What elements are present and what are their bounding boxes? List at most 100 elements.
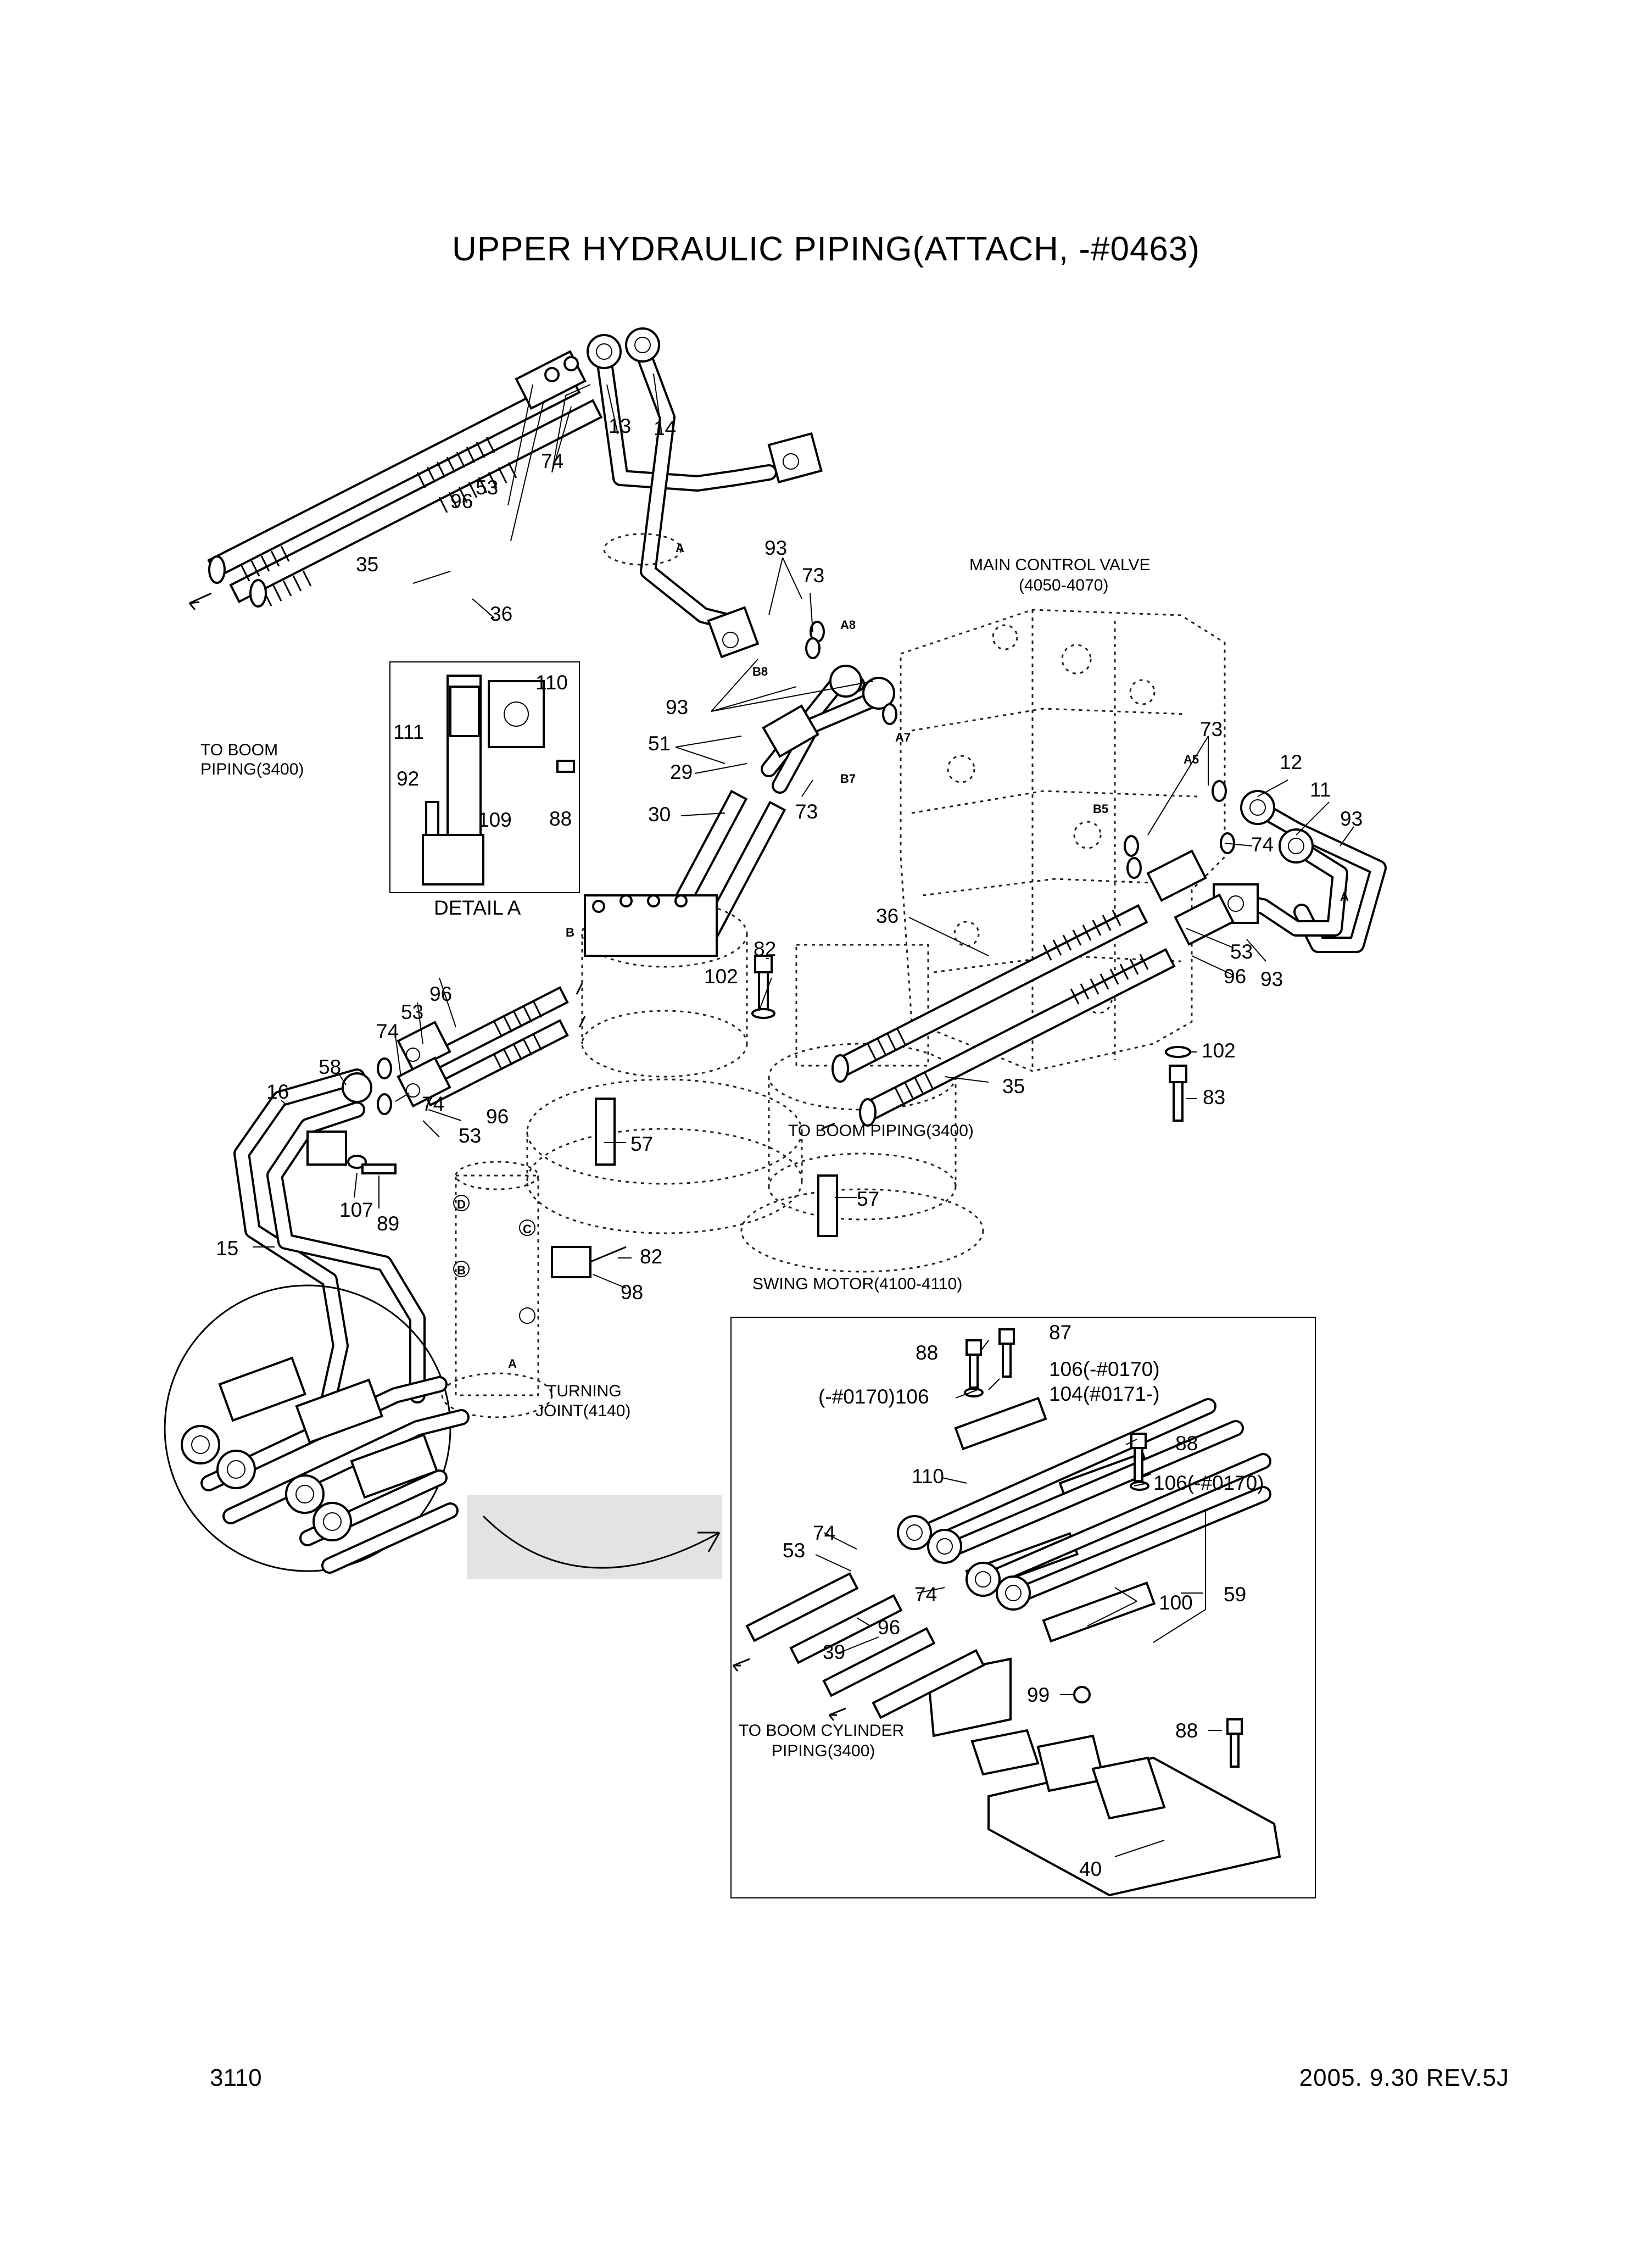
part-number: 39 [823, 1641, 845, 1663]
caption-swing-motor: SWING MOTOR(4100-4110) [752, 1275, 962, 1293]
part-number: 102 [1202, 1039, 1236, 1062]
caption-to-boom-line2: PIPING(3400) [200, 760, 304, 778]
port-label: C [523, 1222, 532, 1236]
part-number: 53 [401, 1001, 423, 1023]
part-number: 74 [914, 1583, 937, 1606]
port-label: B5 [1093, 802, 1108, 816]
part-number: 111 [393, 721, 424, 743]
port-label: B8 [752, 665, 768, 678]
page-number: 3110 [210, 2064, 262, 2091]
port-label: B [457, 1263, 466, 1277]
part-number: 53 [1230, 940, 1253, 963]
part-number: 36 [876, 905, 898, 927]
part-number: 99 [1027, 1684, 1050, 1706]
magnified-circle [164, 1284, 470, 1574]
swivel-joint-outline [526, 894, 803, 1234]
detail-a-box [389, 661, 580, 893]
part-number: 73 [795, 800, 818, 823]
part-number: 57 [630, 1133, 653, 1155]
part-number: 36 [490, 603, 512, 625]
part-number: 58 [319, 1056, 341, 1078]
part-number: 74 [1251, 833, 1274, 856]
caption-to-boom-cylinder-line1: TO BOOM CYLINDER [739, 1722, 904, 1740]
hose-pair-middle-left [377, 983, 586, 1115]
part-number: 89 [377, 1212, 399, 1235]
port-label: B7 [840, 772, 856, 786]
part-number: 93 [666, 696, 688, 719]
part-number: 93 [1340, 808, 1363, 830]
part-number: 59 [1224, 1583, 1246, 1606]
part-number: 15 [216, 1237, 238, 1260]
part-number: 107 [339, 1199, 373, 1221]
pipes-15-16 [233, 1068, 426, 1404]
part-number: (-#0170)106 [818, 1385, 929, 1408]
part-number: 96 [429, 983, 452, 1005]
inset-detail-box [730, 1317, 1316, 1898]
hose-pair-top-left [188, 374, 603, 610]
magnify-arrow [467, 1495, 722, 1579]
part-number: 74 [376, 1020, 399, 1043]
part-number: 12 [1280, 751, 1302, 773]
port-label: A [1340, 890, 1349, 904]
turning-joint-outline [441, 1161, 627, 1418]
part-number: 13 [609, 415, 631, 437]
part-number: 74 [422, 1093, 444, 1115]
caption-to-boom-cylinder-line2: PIPING(3400) [772, 1742, 875, 1760]
port-label: A [508, 1357, 517, 1371]
port-label: D [457, 1198, 466, 1211]
part-number: 74 [813, 1522, 835, 1544]
part-number: 30 [648, 803, 671, 826]
caption-main-control-valve-line1: MAIN CONTROL VALVE [969, 556, 1151, 574]
part-number: 14 [654, 417, 676, 439]
port-label: A7 [895, 731, 911, 744]
part-number: 11 [1310, 778, 1331, 801]
part-number: 57 [857, 1188, 879, 1210]
leader-lines [253, 373, 1354, 1857]
caption-turning-joint-line2: JOINT(4140) [535, 1402, 630, 1420]
part-number: 82 [754, 938, 776, 960]
pipes-13-14 [587, 327, 825, 659]
part-number: 82 [640, 1245, 662, 1268]
revision-date: 2005. 9.30 REV.5J [1299, 2064, 1509, 2091]
part-number: 102 [704, 965, 738, 988]
part-number: 100 [1159, 1591, 1193, 1614]
flange-group-top [515, 350, 587, 410]
hoses-29-30 [663, 665, 897, 938]
part-number: 104(#0171-) [1049, 1383, 1160, 1405]
part-number: 74 [541, 450, 563, 472]
part-number: 96 [1224, 965, 1246, 988]
part-number: 88 [1175, 1719, 1198, 1742]
part-number: 73 [802, 564, 824, 587]
part-number: 98 [621, 1281, 643, 1304]
part-number: 88 [549, 808, 572, 830]
part-number: 93 [764, 537, 787, 559]
caption-turning-joint-line1: TURNING [546, 1382, 622, 1400]
caption-to-boom-piping-right: TO BOOM PIPING(3400) [788, 1122, 974, 1140]
port-label: B [566, 926, 574, 939]
part-number: 96 [486, 1105, 509, 1128]
part-number: 16 [266, 1081, 289, 1103]
part-number: 53 [476, 476, 498, 499]
part-number: 73 [1200, 718, 1223, 740]
part-number: 93 [1260, 968, 1283, 990]
part-number: 29 [670, 761, 693, 783]
part-number: 40 [1079, 1858, 1102, 1880]
part-number: 51 [648, 732, 671, 755]
part-number: 35 [1002, 1075, 1025, 1098]
part-number: 88 [916, 1341, 938, 1364]
part-number: 92 [397, 767, 419, 790]
part-number: 110 [912, 1465, 944, 1488]
bolts-right [751, 955, 1191, 1122]
hose-pair-right [821, 849, 1235, 1130]
part-number: 35 [356, 553, 378, 576]
caption-to-boom-line1: TO BOOM [200, 741, 278, 759]
part-number: 53 [783, 1539, 805, 1562]
pipes-11-12 [1124, 780, 1387, 953]
part-number: 109 [478, 809, 512, 831]
part-number: 106(-#0170) [1153, 1472, 1264, 1494]
caption-detail-a: DETAIL A [434, 896, 521, 919]
part-number: 53 [459, 1124, 481, 1147]
part-number: 83 [1203, 1086, 1225, 1109]
caption-main-control-valve-line2: (4050-4070) [1019, 576, 1108, 594]
